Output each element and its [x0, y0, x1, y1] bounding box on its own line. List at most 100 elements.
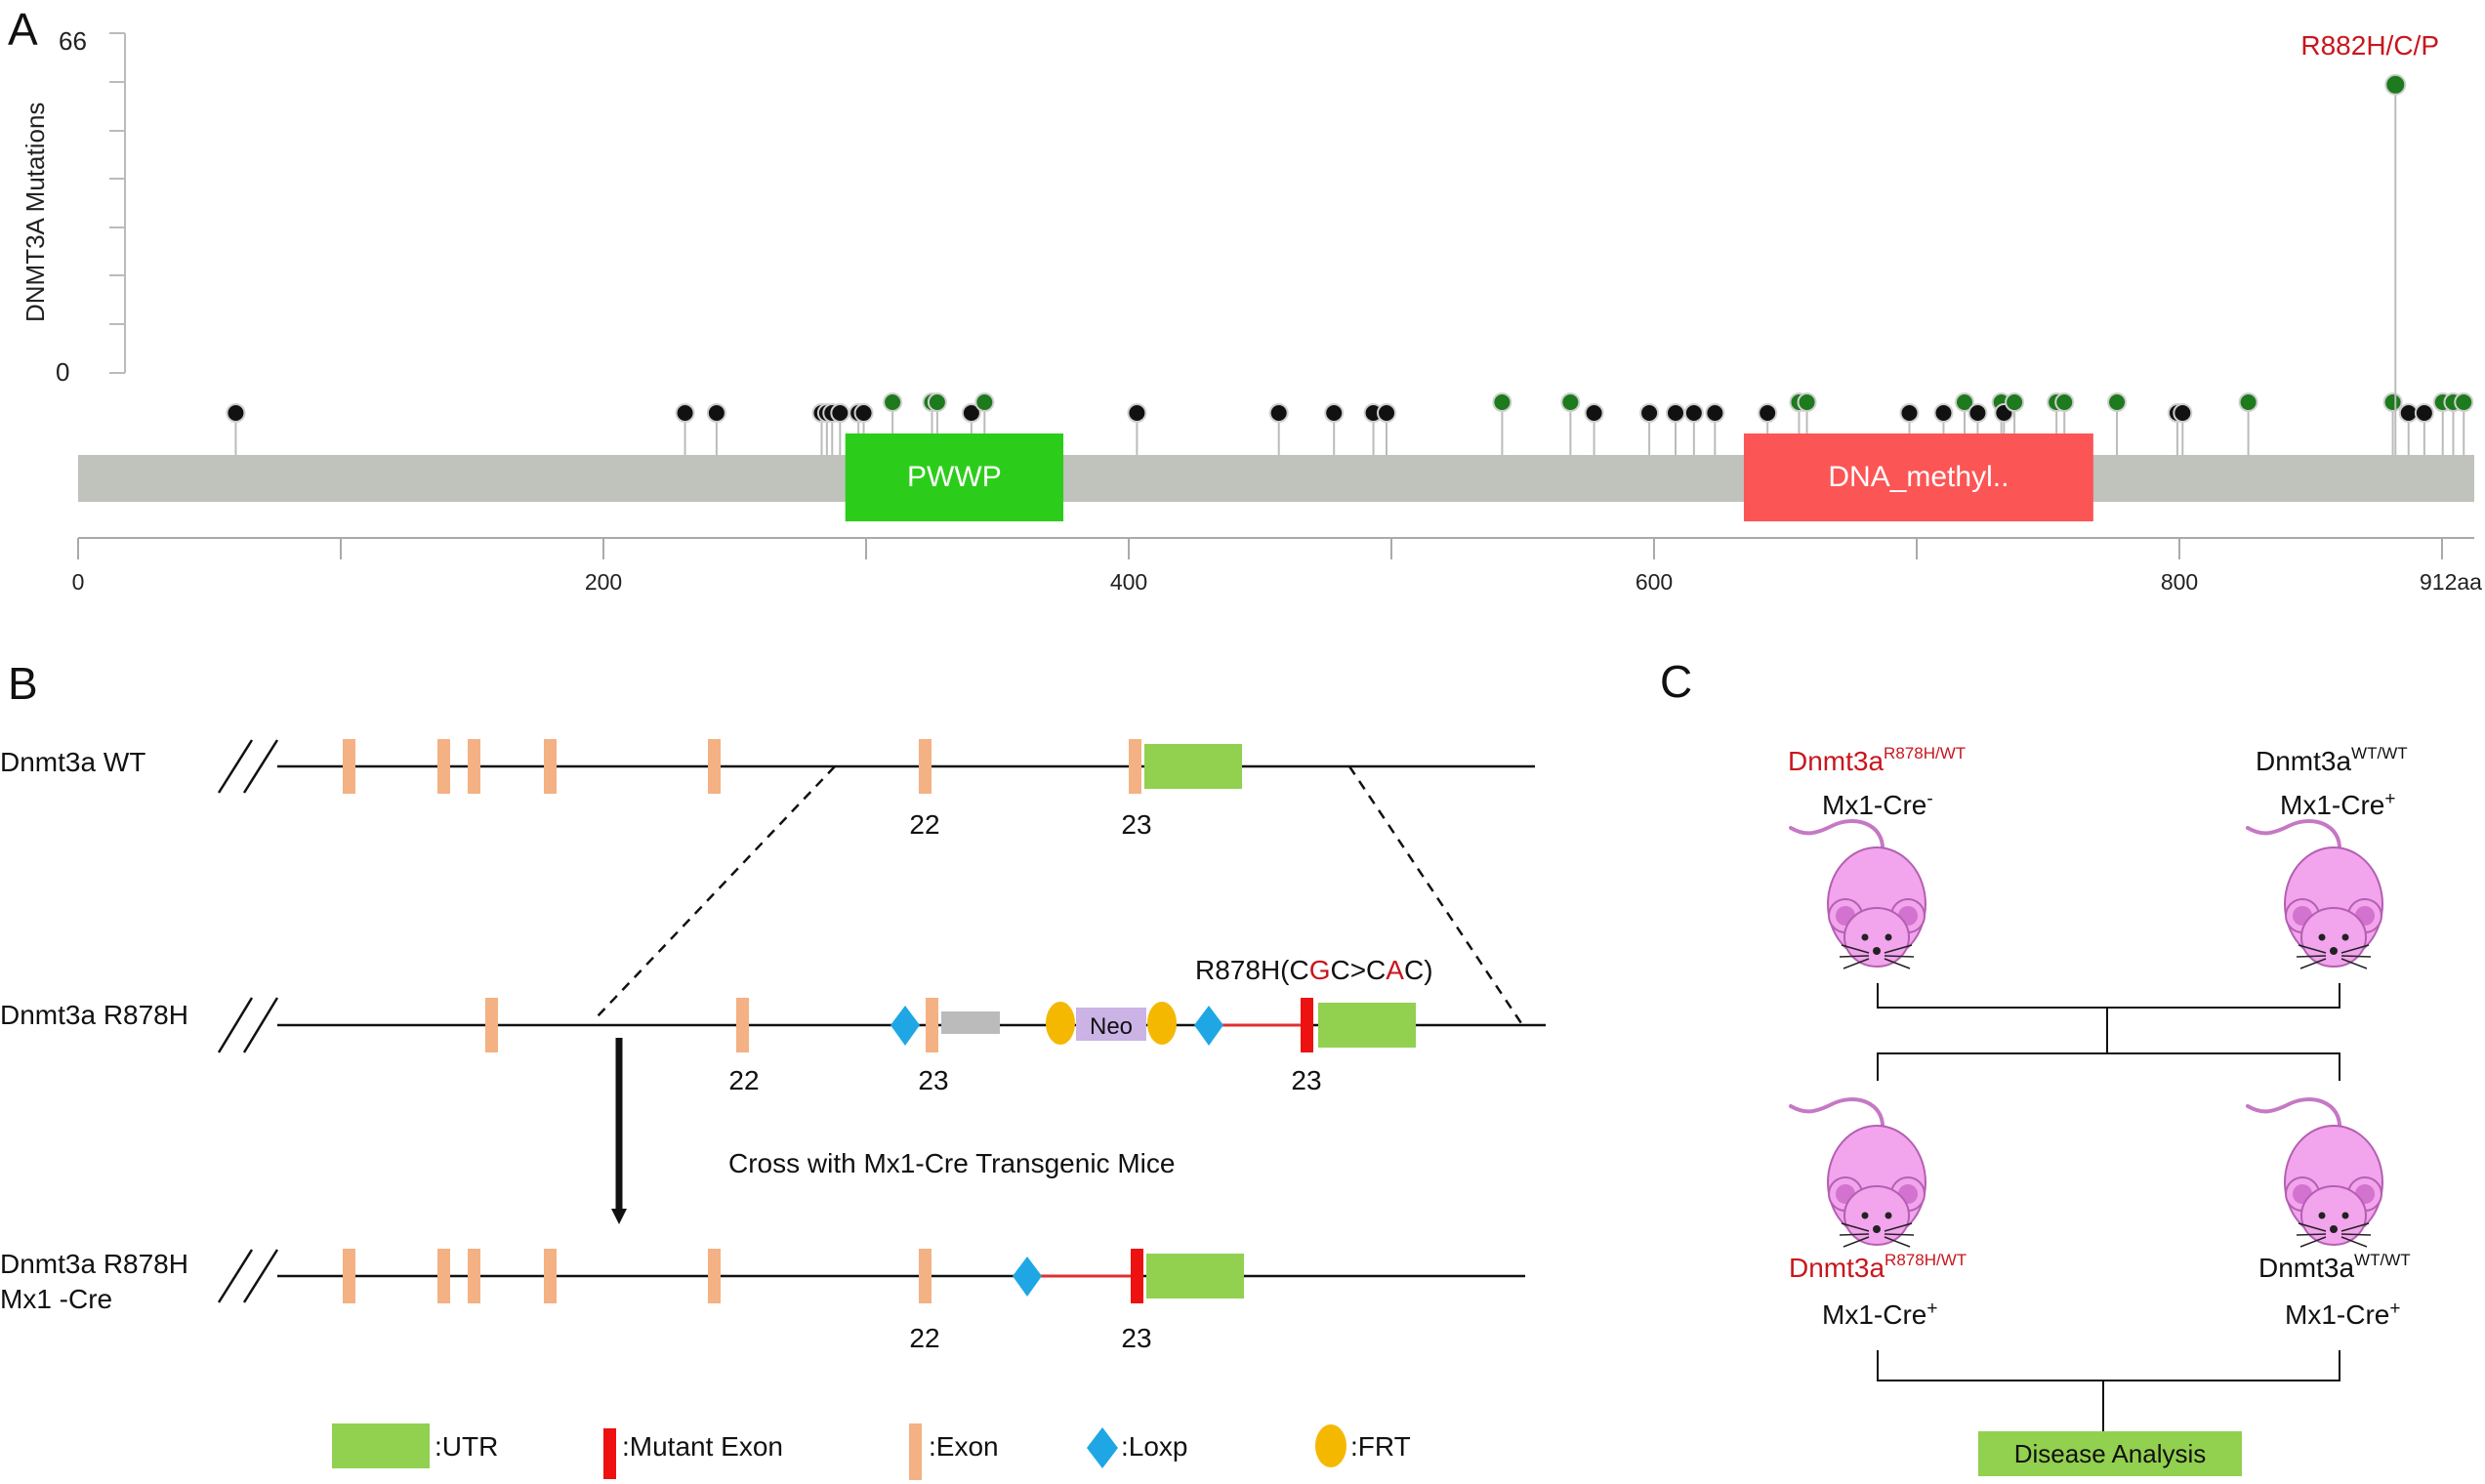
panel-c-letter: C [1660, 656, 1692, 707]
break-mark [242, 1249, 279, 1303]
mutation-lollipop [1492, 392, 1512, 455]
mutation-lollipop [961, 403, 981, 455]
mouse-icon [2246, 819, 2383, 969]
x-tick-912aa: 912aa [2420, 569, 2482, 595]
mutant-exon [1301, 998, 1313, 1052]
cre-allele-label-line2: Mx1 -Cre [0, 1284, 112, 1314]
utr [1144, 744, 1242, 789]
exon [468, 739, 480, 794]
y-axis [109, 32, 126, 374]
panel-b-letter: B [8, 658, 38, 709]
mutation-lollipop [2173, 403, 2193, 455]
x-tick-0: 0 [72, 569, 85, 595]
r878h-allele: Dnmt3a R878H Neo 22 23 23 R878H(CGC>CAC) [0, 955, 1546, 1095]
lollipop-layer [226, 73, 2474, 455]
hotspot-label: R882H/C/P [2300, 30, 2439, 61]
wt-allele-label: Dnmt3a WT [0, 747, 145, 777]
domain-layer: PWWP DNA_methyl.. [845, 433, 2093, 521]
y-tick-label-max: 66 [59, 26, 87, 56]
exon [343, 739, 355, 794]
mouse-icon [1789, 1097, 1926, 1248]
cross-arrow [611, 1038, 627, 1224]
neo-cassette [1076, 1008, 1146, 1041]
exon-23 [926, 998, 938, 1052]
legend-mutant-exon-swatch [603, 1428, 616, 1479]
mutation-lollipop [2005, 392, 2025, 455]
mutation-lollipop [706, 403, 726, 455]
domain-pwwp [845, 433, 1064, 521]
mutation-lollipop [2107, 392, 2128, 455]
mouse-icon [1789, 819, 1926, 969]
mutation-lollipop [1324, 403, 1345, 455]
exon [485, 998, 498, 1052]
loxp-site [890, 1006, 920, 1046]
frt-site [1147, 1002, 1177, 1045]
mutation-lollipop [2414, 403, 2434, 455]
exon-22-label: 22 [728, 1065, 759, 1095]
cre-label-minus: Mx1-Cre- [1822, 789, 1933, 820]
cross-text: Cross with Mx1-Cre Transgenic Mice [728, 1148, 1175, 1178]
mutation-annotation: R878H(CGC>CAC) [1195, 955, 1433, 985]
x-tick-labels: 0 200 400 600 800 912aa [72, 569, 2483, 595]
mutation-lollipop [2238, 392, 2258, 455]
x-tick-800: 800 [2161, 569, 2198, 595]
exon [437, 739, 450, 794]
x-axis [77, 537, 2474, 559]
zoom-line-right [1347, 765, 1525, 1027]
mutation-lollipop [2398, 403, 2419, 455]
domain-pwwp-label: PWWP [907, 461, 1002, 493]
panel-b: B Dnmt3a WT 22 23 Dnmt3a R878H [0, 658, 1546, 1480]
utr [1146, 1254, 1244, 1298]
panel-c: C Dnmt3aR878H/WT Mx1-Cre- Dnmt3aWT/WT Mx… [1660, 656, 2411, 1476]
mutation-lollipop [1683, 403, 1704, 455]
mutation-lollipop [1639, 403, 1660, 455]
cre-label-plus-bottom-left: Mx1-Cre+ [1822, 1298, 1937, 1330]
frt-site [1046, 1002, 1075, 1045]
mutation-lollipop [2382, 392, 2403, 455]
mutation-lollipop [1560, 392, 1581, 455]
legend-frt-swatch [1315, 1424, 1346, 1467]
x-tick-400: 400 [1110, 569, 1147, 595]
mutation-lollipop [1377, 403, 1397, 455]
legend-frt-label: :FRT [1350, 1431, 1411, 1462]
protein-bar [78, 455, 2474, 502]
utr [1318, 1003, 1416, 1048]
zoom-line-left [595, 765, 836, 1019]
exon [343, 1249, 355, 1303]
genotype-label-wt-bottom: Dnmt3aWT/WT [2258, 1251, 2411, 1283]
mutation-lollipop [1666, 403, 1685, 455]
mutation-lollipop [226, 403, 246, 455]
x-tick-200: 200 [585, 569, 622, 595]
break-mark [217, 739, 254, 794]
legend-utr-swatch [332, 1423, 430, 1468]
disease-analysis-box [1978, 1431, 2242, 1476]
mutation-lollipop [1268, 403, 1289, 455]
wt-allele: Dnmt3a WT 22 23 [0, 739, 1535, 840]
legend-utr-label: :UTR [435, 1431, 498, 1462]
break-mark [242, 739, 279, 794]
cross-connector [1877, 983, 2340, 1431]
exon-22 [736, 998, 749, 1052]
cre-allele-label-line1: Dnmt3a R878H [0, 1249, 188, 1279]
r878h-cre-allele: Dnmt3a R878H Mx1 -Cre 22 23 [0, 1249, 1525, 1353]
genotype-label-mutant-top: Dnmt3aR878H/WT [1788, 744, 1966, 776]
hotspot-lollipop [2384, 73, 2407, 455]
neo-label: Neo [1090, 1013, 1133, 1040]
gray-cassette [941, 1011, 1000, 1034]
legend-exon-swatch [909, 1423, 922, 1480]
exon [544, 739, 557, 794]
exon [708, 1249, 721, 1303]
legend-loxp-swatch [1087, 1427, 1118, 1468]
mutant-exon-23-label: 23 [1121, 1323, 1151, 1353]
genotype-label-mutant-bottom: Dnmt3aR878H/WT [1789, 1251, 1967, 1283]
legend-exon-label: :Exon [929, 1431, 999, 1462]
cre-label-plus-top: Mx1-Cre+ [2280, 789, 2395, 820]
exon [708, 739, 721, 794]
exon-22-label: 22 [909, 1323, 939, 1353]
loxp-site [1013, 1257, 1042, 1297]
disease-analysis-label: Disease Analysis [2014, 1439, 2207, 1468]
x-tick-600: 600 [1636, 569, 1673, 595]
genotype-label-wt-top: Dnmt3aWT/WT [2256, 744, 2408, 776]
exon-22 [919, 739, 932, 794]
